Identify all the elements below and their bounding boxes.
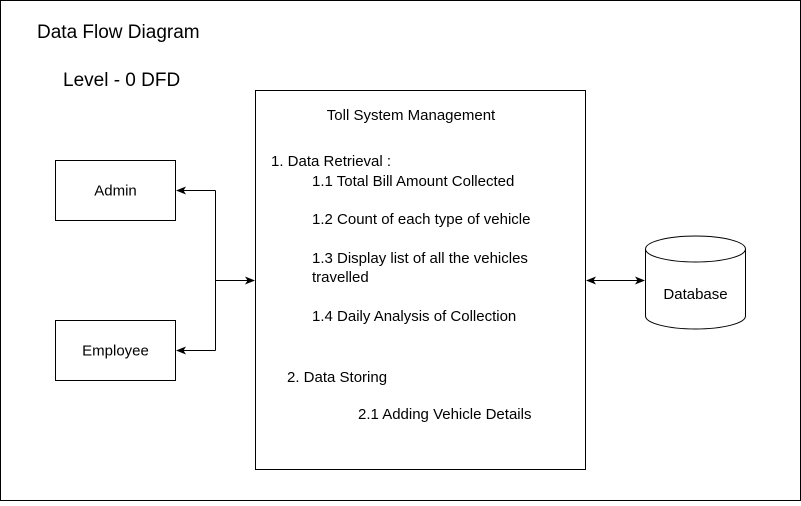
entity-employee[interactable]: Employee — [55, 320, 176, 381]
item-count-vehicle: 1.2 Count of each type of vehicle — [312, 211, 530, 228]
entity-admin[interactable]: Admin — [55, 160, 176, 221]
datastore-label: Database — [663, 286, 727, 303]
flow-entities-process — [176, 186, 255, 355]
entity-admin-label: Admin — [94, 183, 137, 200]
item-display-list: 1.3 Display list of all the vehicles — [312, 250, 528, 267]
process-title: Toll System Management — [327, 107, 496, 124]
datastore-database[interactable]: Database — [645, 235, 746, 330]
diagram-level: Level - 0 DFD — [63, 70, 180, 91]
process-toll-system[interactable]: Toll System Management 1. Data Retrieval… — [255, 90, 586, 470]
diagram-title: Data Flow Diagram — [37, 22, 200, 43]
entity-employee-label: Employee — [82, 343, 149, 360]
item-adding-vehicle: 2.1 Adding Vehicle Details — [358, 406, 531, 423]
section-data-retrieval-heading: 1. Data Retrieval : — [271, 153, 391, 170]
item-display-list-cont: travelled — [312, 269, 369, 286]
item-total-bill: 1.1 Total Bill Amount Collected — [312, 173, 514, 190]
item-daily-analysis: 1.4 Daily Analysis of Collection — [312, 308, 516, 325]
section-data-storing-heading: 2. Data Storing — [287, 369, 387, 386]
